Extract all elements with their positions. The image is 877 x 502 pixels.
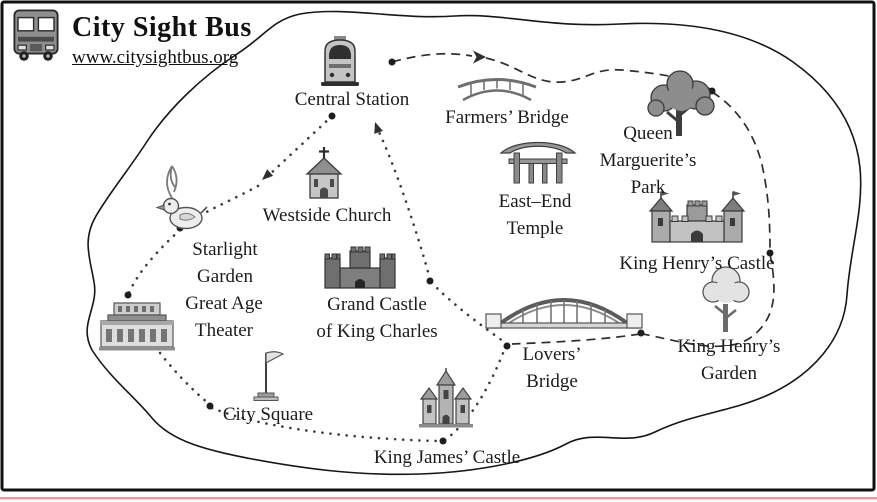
suspension-bridge-icon [485, 298, 643, 329]
dotted-route-segment [183, 184, 260, 226]
cathedral-icon [419, 368, 473, 428]
dotted-route-segment [127, 228, 182, 295]
dashed-route-segment [511, 333, 641, 345]
label-line: Park [630, 177, 666, 198]
label-westside-church: Westside Church [262, 205, 392, 226]
dashed-route-segment [642, 253, 775, 348]
duck-icon [155, 165, 208, 230]
stop-dot [766, 249, 774, 257]
label-great-age-theater: Great Age Theater [185, 290, 263, 344]
dashed-route [391, 52, 775, 348]
church-icon [305, 147, 343, 199]
arch-bridge-icon [457, 78, 537, 102]
label-line: Garden [197, 266, 253, 287]
logo-url: www.citysightbus.org [72, 47, 239, 68]
label-line: Queen [623, 123, 673, 144]
label-line: Starlight [192, 239, 258, 260]
castle-icon [648, 191, 746, 243]
dotted-route-segment [430, 281, 509, 346]
stop-dot [439, 437, 447, 445]
label-line: Theater [194, 320, 253, 341]
label-starlight-garden: Starlight Garden [192, 236, 257, 290]
logo-text: City Sight Bus www.citysightbus.org [72, 8, 252, 69]
dotted-route-segment [266, 114, 334, 178]
label-line: Great Age [185, 293, 263, 314]
label-central-station: Central Station [294, 89, 410, 110]
light-tree-icon [702, 266, 750, 332]
city-outline [86, 10, 862, 476]
label-line: King Henry’s [677, 336, 781, 357]
label-line: Garden [701, 363, 757, 384]
dotted-route-segment [376, 128, 432, 281]
label-line: Temple [506, 218, 564, 239]
label-line: Bridge [526, 371, 578, 392]
dark-tree-icon [647, 70, 715, 136]
stop-dot [328, 112, 336, 120]
route-arrows [262, 50, 486, 180]
logo-title: City Sight Bus [72, 12, 252, 43]
bus-icon [13, 9, 59, 61]
stop-dot [637, 329, 645, 337]
label-king-henrys-castle: King Henry’s Castle [619, 253, 775, 274]
label-line: Lovers’ [522, 344, 582, 365]
stop-dot [503, 342, 511, 350]
stop-dot [388, 58, 396, 66]
flag-icon [253, 351, 285, 401]
label-line: East–End [498, 191, 572, 212]
label-farmers-bridge: Farmers’ Bridge [445, 107, 569, 128]
arrow-to-station [374, 122, 383, 134]
dotted-route [126, 114, 509, 443]
label-lovers-bridge: Lovers’ Bridge [522, 341, 581, 395]
stop-dot [426, 277, 434, 285]
dashed-route-segment [485, 57, 711, 90]
dashed-route-segment [711, 91, 771, 253]
map-frame [0, 0, 876, 492]
dotted-route-segment [126, 295, 210, 405]
theater-icon [99, 302, 175, 351]
label-line: Marguerite’s [599, 150, 697, 171]
stop-dot [124, 291, 132, 299]
label-line: Grand Castle [327, 294, 427, 315]
stop-dot [206, 402, 214, 410]
label-grand-castle-of-king-charles: Grand Castle of King Charles [316, 291, 437, 345]
temple-gate-icon [499, 141, 577, 184]
label-line: of King Charles [316, 321, 438, 342]
fort-icon [324, 246, 396, 289]
logo: City Sight Bus www.citysightbus.org [12, 8, 252, 69]
arrow-to-church [262, 169, 274, 180]
route-stops [124, 58, 774, 445]
label-king-henrys-garden: King Henry’s Garden [678, 333, 781, 387]
scan-line [0, 497, 877, 500]
train-icon [321, 36, 359, 86]
label-king-james-castle: King James’ Castle [373, 447, 521, 468]
label-queen-marguerites-park: Queen Marguerite’s Park [600, 120, 697, 201]
label-city-square: City Square [222, 404, 314, 425]
label-east-end-temple: East–End Temple [499, 188, 572, 242]
arrow-east [473, 50, 486, 64]
